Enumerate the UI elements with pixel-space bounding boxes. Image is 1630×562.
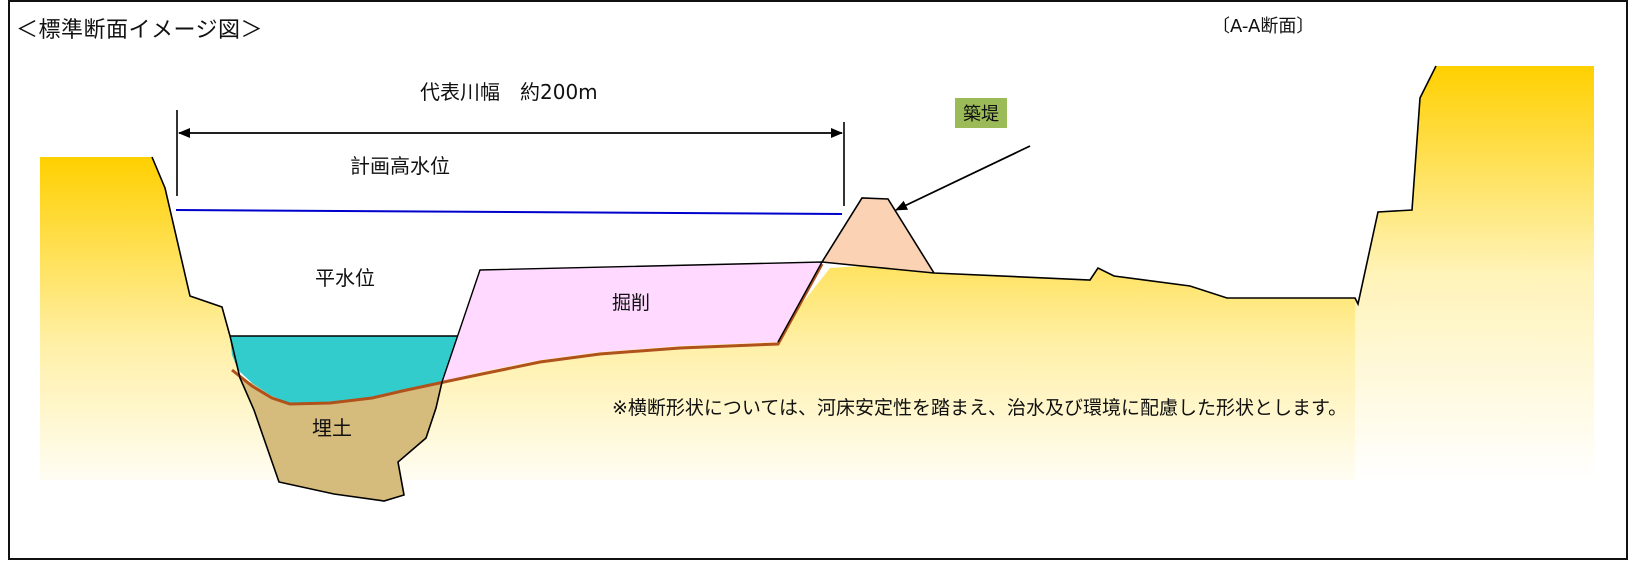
high-water-level-label: 計画高水位 [350,154,450,178]
normal-water-level-label: 平水位 [315,266,375,290]
river-width-label: 代表川幅 約200m [420,80,598,104]
levee-outline [821,197,935,274]
levee [822,198,934,273]
fill-label: 埋土 [312,416,352,440]
high-water-level-line [175,209,843,215]
ground-right [1355,66,1594,480]
levee-label: 築堤 [955,98,1007,128]
terrain-outline [151,156,443,502]
floodplain-outline [821,65,1437,307]
ground-left [40,157,1380,501]
section-label: 〔A-A断面〕 [1212,16,1315,37]
excavation-label: 掘削 [612,292,651,314]
excavation-area [442,262,822,382]
cross-section-note: ※横断形状については、河床安定性を踏まえ、治水及び環境に配慮した形状とします。 [612,397,1348,419]
page-title: ＜標準断面イメージ図＞ [16,18,264,43]
riverbed-line [231,263,824,406]
water-area [230,336,457,403]
arrow-icon [895,145,1031,211]
excavation-outline [441,261,824,383]
fill-area [240,378,442,501]
